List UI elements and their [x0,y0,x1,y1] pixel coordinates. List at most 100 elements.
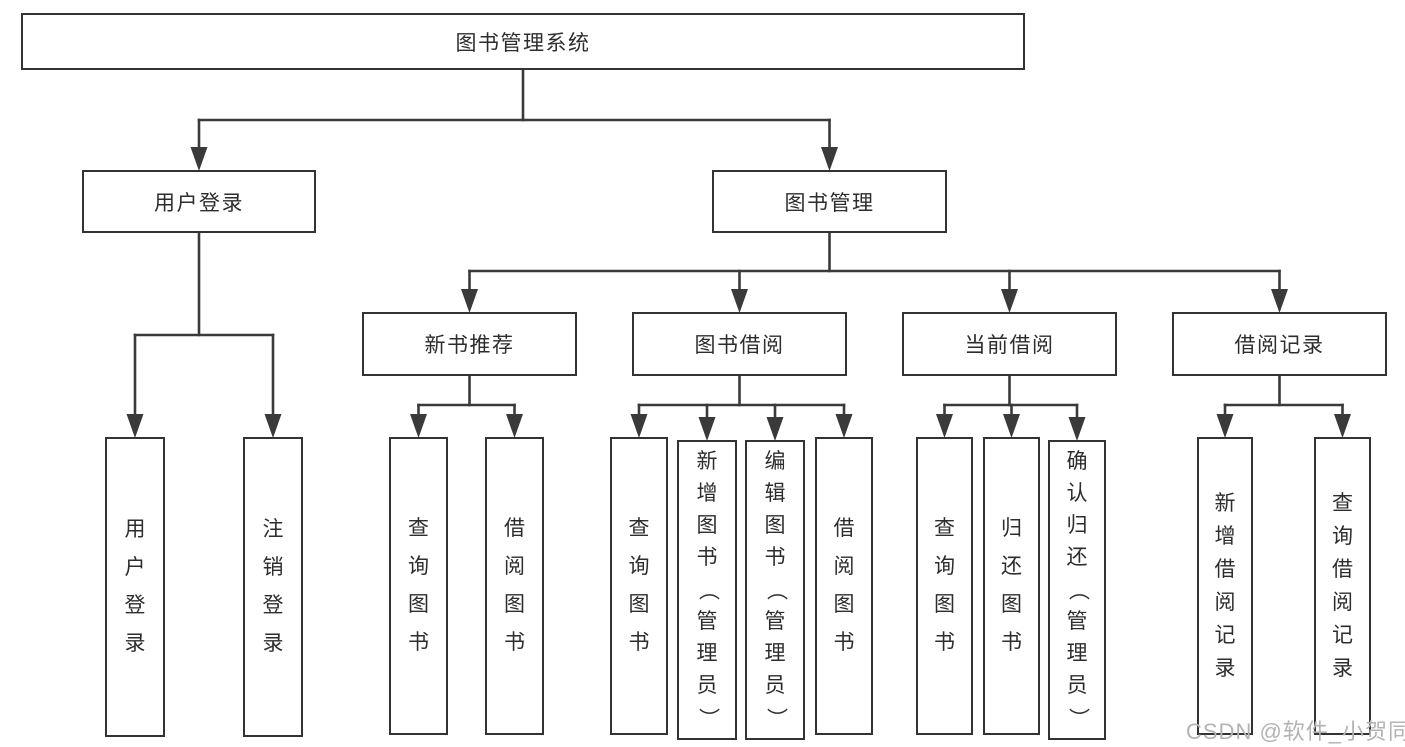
node-label-char: 登 [124,594,146,617]
node-label-char: 记 [1214,624,1236,647]
node-label-char: 增 [1214,525,1236,548]
node-label-char: 借 [833,517,855,540]
node-br-add: 新增借阅记录 [1197,437,1253,735]
node-label-char: 管 [696,610,718,633]
node-label-char: 户 [124,556,146,579]
node-label-char: 图 [833,593,855,616]
node-label-char: ） [696,707,719,729]
node-label-char: 阅 [833,555,855,578]
node-label-char: 认 [1066,482,1088,505]
node-label-char: 理 [696,642,718,665]
node-label-char: 理 [764,642,786,665]
node-label-char: 归 [1066,514,1088,537]
node-label: 图书管理 [784,191,875,215]
node-label-char: 图 [628,593,650,616]
node-label-char: 书 [934,631,955,654]
node-label-char: 图 [408,593,429,616]
node-label-char: 录 [1214,657,1236,680]
node-logout-do: 注销登录 [243,437,303,737]
node-label: 新书推荐 [424,334,515,357]
arrowhead-icon [821,147,838,171]
node-label-char: （ [696,579,719,601]
node-label-char: 查 [934,517,955,540]
node-label-char: 还 [1001,555,1022,578]
node-label-char: 书 [504,631,525,654]
node-label: 借阅记录 [1234,334,1325,357]
node-label-char: 员 [696,674,718,697]
node-cb-confirm: 确认归还（管理员） [1048,440,1106,740]
node-label-char: 阅 [1214,591,1236,614]
node-new-book-rec: 新书推荐 [362,312,577,376]
arrowhead-icon [126,414,144,438]
node-label-char: 图 [934,593,955,616]
node-label-char: 查 [1332,492,1353,515]
node-label-char: 查 [408,517,429,540]
node-label: 图书管理系统 [455,31,591,55]
arrowhead-icon [630,414,648,438]
arrowhead-icon [1216,414,1234,438]
node-label-char: 辑 [764,482,786,505]
node-label-char: 记 [1332,624,1353,647]
node-label-char: 归 [1001,517,1022,540]
arrowhead-icon [461,289,478,313]
node-book-mgmt: 图书管理 [712,170,947,233]
node-label-char: 理 [1066,642,1088,665]
node-current-borrow: 当前借阅 [902,312,1117,376]
node-label-char: 书 [1001,631,1022,654]
node-label-char: 录 [262,632,284,655]
node-label-char: 销 [262,556,284,579]
node-label: 当前借阅 [964,334,1055,357]
node-label-char: 确 [1066,450,1088,473]
node-bb-add: 新增图书（管理员） [677,440,737,740]
node-cb-query: 查询图书 [916,437,973,735]
arrowhead-icon [1271,289,1288,313]
node-cb-return: 归还图书 [983,437,1040,735]
node-label-char: 编 [764,450,786,473]
node-label-char: 员 [764,674,786,697]
node-borrow-records: 借阅记录 [1172,312,1387,376]
node-label-char: 录 [1332,657,1353,680]
arrowhead-icon [766,417,784,441]
node-label-char: 图 [504,593,525,616]
arrowhead-icon [1003,414,1020,438]
node-label-char: 新 [696,450,718,473]
node-login-do: 用户登录 [105,437,165,737]
node-label-char: 借 [504,517,525,540]
arrowhead-icon [936,414,953,438]
node-label: 用户登录 [154,191,244,215]
node-label-char: 用 [124,518,146,541]
node-root: 图书管理系统 [21,13,1025,70]
node-label-char: 图 [1001,593,1022,616]
arrowhead-icon [1001,289,1018,313]
node-book-borrow: 图书借阅 [632,312,847,376]
node-user-login: 用户登录 [82,170,316,233]
node-label-char: 书 [696,546,718,569]
arrowhead-icon [190,147,208,171]
node-label-char: 还 [1066,546,1088,569]
node-label-char: 询 [628,555,650,578]
node-bb-query: 查询图书 [610,437,668,735]
node-label-char: 书 [833,631,855,654]
node-label-char: 登 [262,594,284,617]
node-label-char: 询 [934,555,955,578]
node-label-char: 注 [262,518,284,541]
node-label-char: 书 [408,631,429,654]
arrowhead-icon [506,414,523,438]
node-label-char: 员 [1066,674,1088,697]
node-br-query: 查询借阅记录 [1314,437,1371,735]
arrowhead-icon [264,414,282,438]
arrowhead-icon [1334,414,1351,438]
arrowhead-icon [410,414,427,438]
node-label-char: 管 [764,610,786,633]
node-label-char: ） [1066,707,1089,729]
node-label-char: 书 [764,546,786,569]
node-label-char: 查 [628,517,650,540]
node-label-char: 借 [1214,558,1236,581]
node-label-char: 新 [1214,492,1236,515]
node-label: 图书借阅 [694,334,785,357]
node-label-char: 询 [408,555,429,578]
arrowhead-icon [835,414,853,438]
arrowhead-icon [1068,417,1086,441]
